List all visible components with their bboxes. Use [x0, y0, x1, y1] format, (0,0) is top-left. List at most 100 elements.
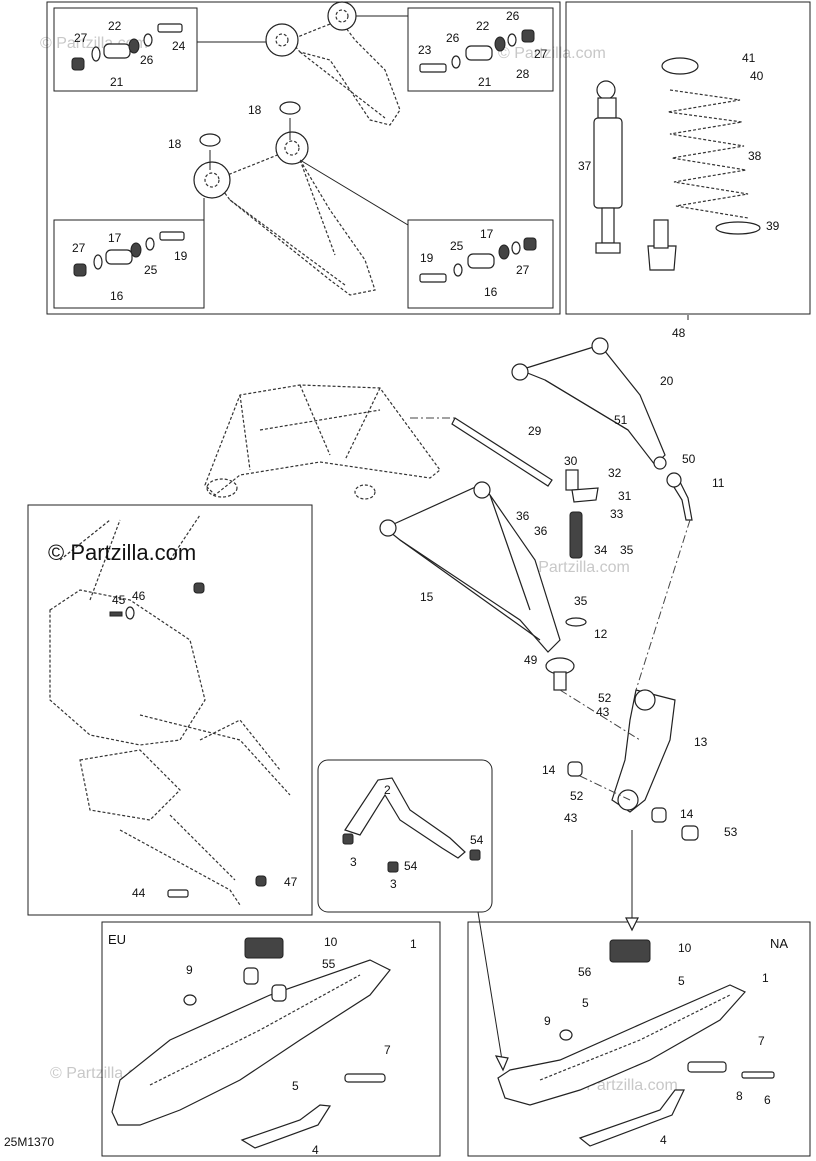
callout-3: 3 [350, 855, 357, 869]
bushing-inset-top-right [407, 7, 554, 92]
drawing-code: 25M1370 [4, 1135, 54, 1149]
callout-7: 7 [384, 1043, 391, 1057]
shock-frame [565, 1, 811, 315]
leader-line [299, 159, 409, 226]
arrow-head [625, 917, 639, 932]
callout-35: 35 [574, 594, 588, 608]
lower-a-arm-rear [193, 131, 376, 296]
bushing-hardware-set [419, 237, 537, 283]
callouts: 27 22 24 26 21 22 26 23 26 27 28 21 18 1… [4, 9, 788, 1157]
callout-14: 14 [680, 807, 694, 821]
callout-51: 51 [614, 413, 628, 427]
callout-9: 9 [186, 963, 193, 977]
callout-54: 54 [470, 833, 484, 847]
callout-9: 9 [544, 1014, 551, 1028]
ski-handle [342, 777, 481, 873]
callout-54: 54 [404, 859, 418, 873]
callout-53: 53 [724, 825, 738, 839]
upper-a-arm-rear [265, 1, 401, 126]
callout-20: 20 [660, 374, 674, 388]
callout-17: 17 [108, 231, 122, 245]
watermark-logo: © Partzilla.com [48, 540, 196, 565]
callout-5: 5 [678, 974, 685, 988]
background-watermarks: © Partzilla.com © Partzilla.com © Partzi… [40, 35, 678, 1094]
callout-19: 19 [174, 249, 188, 263]
callout-32: 32 [608, 466, 622, 480]
callout-33: 33 [610, 507, 624, 521]
callout-4: 4 [312, 1143, 319, 1157]
watermark-text: © Partzilla.com [498, 45, 606, 62]
washers-18 [199, 101, 301, 170]
callout-13: 13 [694, 735, 708, 749]
callout-45: 45 [112, 593, 126, 607]
callout-35: 35 [620, 543, 634, 557]
rear-arm-frame [46, 1, 561, 315]
sway-bar-link [565, 469, 599, 559]
ski-na [497, 939, 775, 1147]
shock-absorber [593, 80, 677, 271]
na-ski-frame [467, 921, 811, 1157]
callout-26: 26 [446, 31, 460, 45]
callout-21: 21 [478, 75, 492, 89]
callout-55: 55 [322, 957, 336, 971]
callout-6: 6 [764, 1093, 771, 1107]
callout-11: 11 [712, 476, 725, 490]
callout-52: 52 [598, 691, 612, 705]
callout-26: 26 [506, 9, 520, 23]
callout-10: 10 [678, 941, 692, 955]
ski-handle-frame [317, 759, 493, 913]
callout-44: 44 [132, 886, 146, 900]
callout-40: 40 [750, 69, 764, 83]
callout-27: 27 [72, 241, 86, 255]
callout-36: 36 [534, 524, 548, 538]
callout-14: 14 [542, 763, 556, 777]
leader-arrow [477, 911, 503, 1061]
callout-43: 43 [596, 705, 610, 719]
ski-eu [111, 937, 391, 1149]
callout-24: 24 [172, 39, 186, 53]
callout-16: 16 [110, 289, 124, 303]
callout-19: 19 [420, 251, 434, 265]
ball-joint [545, 617, 587, 691]
chassis-inset-frame [27, 504, 313, 916]
callout-15: 15 [420, 590, 434, 604]
callout-2: 2 [384, 783, 391, 797]
spindle-bushings [567, 761, 699, 841]
callout-12: 12 [594, 627, 608, 641]
callout-47: 47 [284, 875, 298, 889]
sway-bar [410, 417, 553, 487]
callout-22: 22 [108, 19, 122, 33]
callout-23: 23 [418, 43, 432, 57]
callout-10: 10 [324, 935, 338, 949]
callout-34: 34 [594, 543, 608, 557]
spindle [611, 689, 676, 813]
callout-29: 29 [528, 424, 542, 438]
callout-25: 25 [450, 239, 464, 253]
callout-31: 31 [618, 489, 632, 503]
callout-39: 39 [766, 219, 780, 233]
callout-18: 18 [168, 137, 182, 151]
callout-26: 26 [140, 53, 154, 67]
callout-5: 5 [582, 996, 589, 1010]
bushing-inset-top-left [53, 7, 198, 92]
callout-27: 27 [534, 47, 548, 61]
region-label-na: NA [770, 936, 788, 951]
axis-line [635, 519, 691, 691]
region-label-eu: EU [108, 932, 126, 947]
callout-30: 30 [564, 454, 578, 468]
callout-49: 49 [524, 653, 538, 667]
bushing-hardware-set [71, 23, 183, 71]
callout-5: 5 [292, 1079, 299, 1093]
callout-43: 43 [564, 811, 578, 825]
callout-36: 36 [516, 509, 530, 523]
callout-25: 25 [144, 263, 158, 277]
callout-48: 48 [672, 326, 686, 340]
callout-50: 50 [682, 452, 696, 466]
bushing-inset-bottom-right [407, 219, 554, 309]
callout-41: 41 [742, 51, 756, 65]
lower-a-arm [379, 481, 561, 653]
callout-8: 8 [736, 1089, 743, 1103]
callout-37: 37 [578, 159, 592, 173]
callout-56: 56 [578, 965, 592, 979]
callout-27: 27 [74, 31, 88, 45]
